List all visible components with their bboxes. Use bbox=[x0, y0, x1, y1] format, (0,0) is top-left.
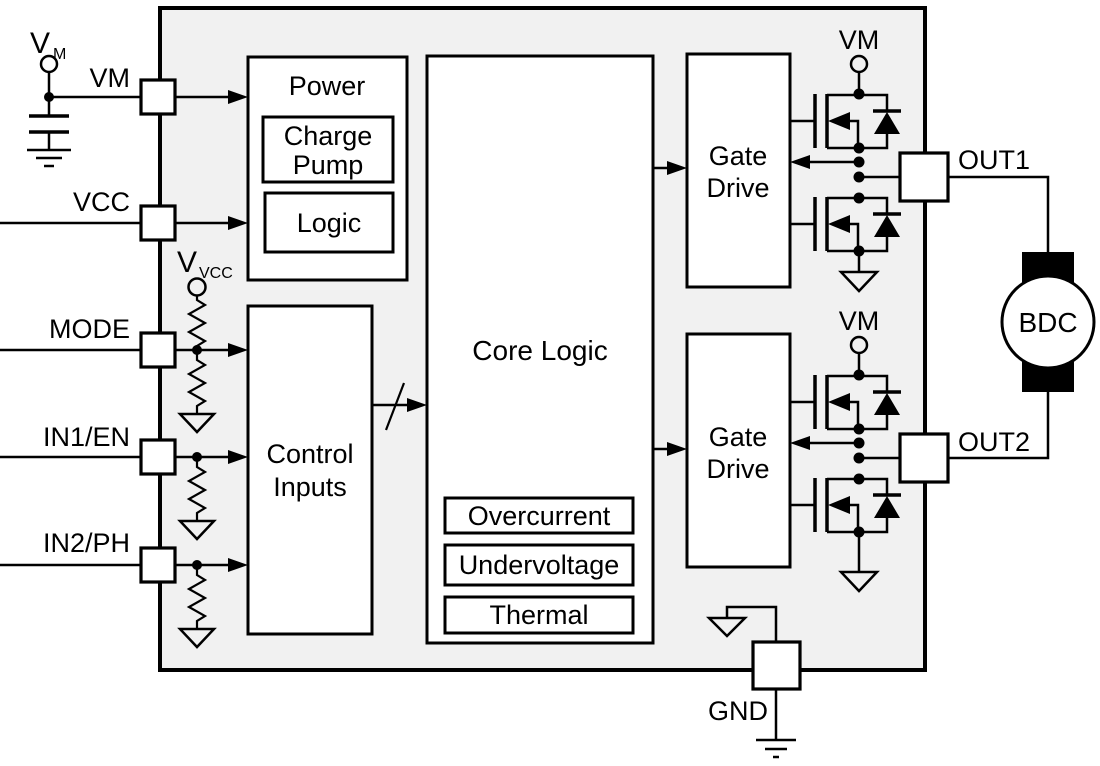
half-bridge-1 bbox=[790, 54, 901, 293]
vvcc-terminal-icon bbox=[187, 277, 207, 297]
power-block: Power Charge Pump Logic bbox=[246, 55, 409, 282]
pin-in1 bbox=[139, 438, 177, 476]
gate-drive-1-rect bbox=[685, 52, 792, 289]
signal-ground-icon bbox=[838, 570, 880, 593]
logic-label: Logic bbox=[297, 208, 362, 238]
body-diode-icon bbox=[859, 374, 901, 431]
pin-label-in2: IN2/PH bbox=[43, 528, 130, 558]
pin-label-mode: MODE bbox=[49, 314, 130, 344]
bdc-motor: BDC bbox=[1000, 252, 1096, 392]
in1-pulldown bbox=[177, 452, 217, 541]
resistor-icon bbox=[186, 565, 208, 629]
mosfet-lowside-icon bbox=[790, 477, 860, 534]
control-inputs-block: Control Inputs bbox=[246, 304, 374, 636]
resistor-icon bbox=[186, 350, 208, 414]
gnd-branch bbox=[705, 605, 796, 759]
charge-pump-label-2: Pump bbox=[293, 150, 364, 180]
bus-slash-icon bbox=[384, 382, 406, 431]
gate-drive-2-rect bbox=[685, 332, 792, 569]
resistor-icon bbox=[186, 457, 208, 521]
vm-rail-label-1: VM bbox=[839, 25, 880, 55]
vm-supply-label: V bbox=[30, 27, 50, 60]
vm-rail-terminal-icon bbox=[849, 335, 869, 355]
thermal-rect bbox=[443, 595, 635, 635]
power-block-label: Power bbox=[289, 71, 366, 101]
body-diode-icon bbox=[859, 477, 901, 534]
gate-drive-2-block: Gate Drive bbox=[685, 332, 792, 569]
resistor-pullup-icon bbox=[186, 296, 208, 350]
vm-supply-branch: V M bbox=[27, 27, 141, 168]
motor-body-icon bbox=[1000, 274, 1096, 370]
pin-mode bbox=[139, 331, 177, 369]
pin-in2 bbox=[139, 546, 177, 584]
feedback-arrow-icon bbox=[790, 436, 810, 450]
feedback-arrow-icon bbox=[790, 155, 810, 169]
motor-wiring bbox=[948, 175, 1050, 460]
pin-vm bbox=[139, 78, 177, 116]
pin-label-out2: OUT2 bbox=[958, 427, 1030, 457]
vvcc-label-sub: VCC bbox=[199, 265, 233, 282]
earth-ground-icon bbox=[756, 738, 796, 759]
vvcc-pullup-branch: V VCC bbox=[177, 246, 233, 350]
gate-drive-1-label-2: Drive bbox=[706, 173, 769, 203]
motor-label: BDC bbox=[1018, 307, 1077, 338]
pin-label-gnd: GND bbox=[708, 696, 768, 726]
body-diode-icon bbox=[859, 196, 901, 253]
undervoltage-label: Undervoltage bbox=[459, 550, 620, 580]
gate-drive-2-label-1: Gate bbox=[709, 422, 768, 452]
pins bbox=[139, 78, 950, 691]
signal-ground-icon bbox=[838, 270, 880, 293]
core-to-gatedrive-arrows bbox=[653, 161, 687, 456]
vvcc-label: V bbox=[177, 246, 197, 279]
half-bridge-2 bbox=[790, 335, 901, 538]
signal-ground-icon bbox=[177, 519, 217, 541]
pin-label-in1: IN1/EN bbox=[43, 422, 130, 452]
core-logic-block: Core Logic Overcurrent Undervoltage Ther… bbox=[425, 54, 655, 645]
control-inputs-rect bbox=[246, 304, 374, 636]
mode-pulldown bbox=[177, 345, 217, 434]
capacitor-icon bbox=[29, 114, 69, 134]
thermal-label: Thermal bbox=[489, 600, 588, 630]
input-leads bbox=[0, 221, 141, 567]
vm-rail-terminal-icon bbox=[849, 54, 869, 74]
pin-label-out1: OUT1 bbox=[958, 145, 1030, 175]
undervoltage-rect bbox=[443, 543, 635, 587]
gate-drive-1-block: Gate Drive bbox=[685, 52, 792, 289]
pin-gnd bbox=[751, 640, 802, 691]
pin-label-vm: VM bbox=[90, 63, 131, 93]
pin-label-vcc: VCC bbox=[73, 187, 130, 217]
signal-ground-icon bbox=[705, 616, 749, 638]
charge-pump-rect bbox=[261, 115, 395, 184]
pin-vcc bbox=[139, 204, 177, 242]
pin-out1 bbox=[898, 151, 950, 203]
pin-to-block-arrows bbox=[175, 90, 248, 572]
logic-rect bbox=[263, 191, 395, 254]
overcurrent-label: Overcurrent bbox=[468, 501, 611, 531]
core-logic-label: Core Logic bbox=[472, 335, 607, 366]
signal-ground-icon bbox=[177, 412, 217, 434]
in2-pulldown bbox=[177, 560, 217, 649]
gate-drive-2-label-2: Drive bbox=[706, 454, 769, 484]
charge-pump-label-1: Charge bbox=[284, 121, 373, 151]
signal-ground-icon bbox=[177, 627, 217, 649]
earth-ground-icon bbox=[27, 148, 71, 168]
body-diode-icon bbox=[859, 93, 901, 150]
vm-terminal-icon bbox=[39, 54, 59, 74]
vm-rail-label-2: VM bbox=[839, 306, 880, 336]
control-inputs-label-2: Inputs bbox=[273, 472, 347, 502]
pin-out2 bbox=[898, 432, 950, 484]
gate-drive-1-label-1: Gate bbox=[709, 141, 768, 171]
control-to-core-bus bbox=[372, 382, 427, 431]
overcurrent-rect bbox=[443, 496, 635, 535]
control-inputs-label-1: Control bbox=[266, 439, 353, 469]
